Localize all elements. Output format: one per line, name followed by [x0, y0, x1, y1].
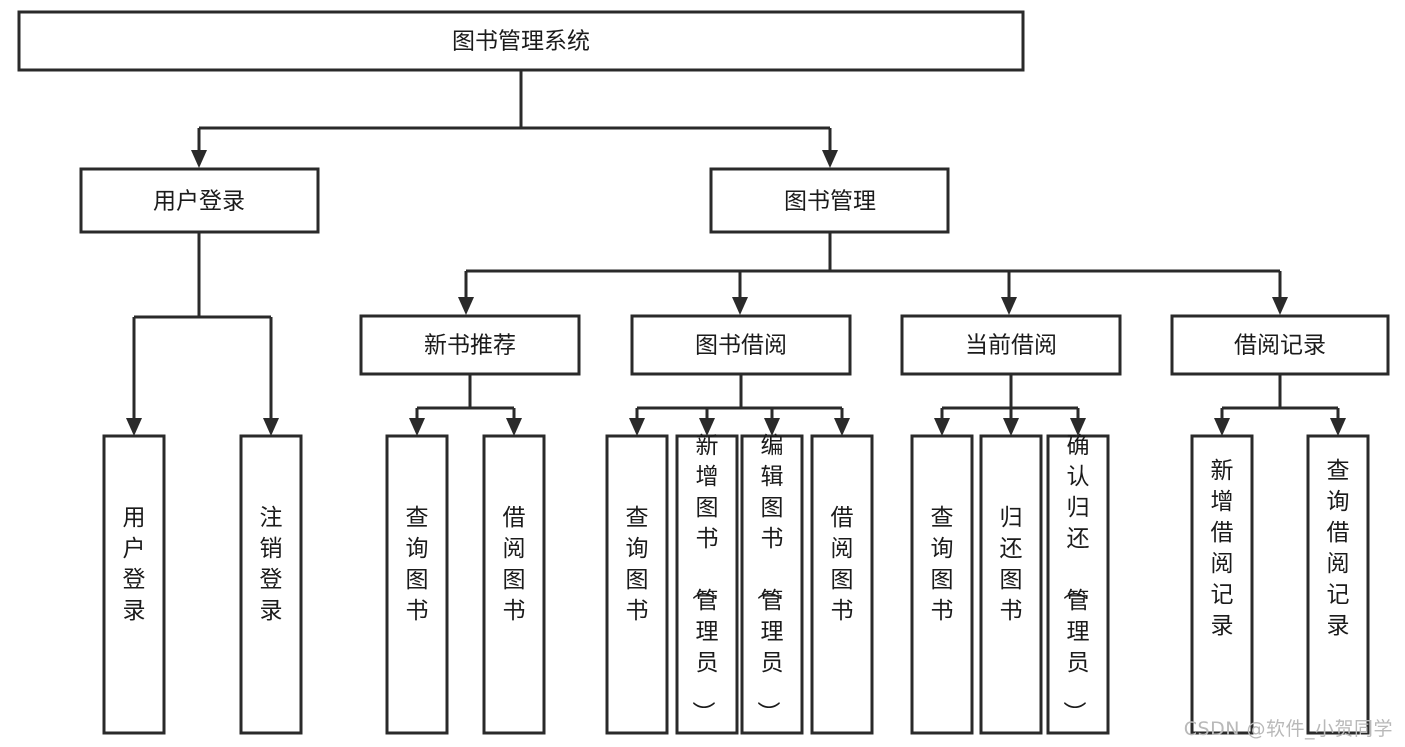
- node-borrow-record-box[interactable]: [1170, 314, 1390, 376]
- arrowhead-leaf-new-book-1: [409, 418, 425, 436]
- leaf-borrow-4[interactable]: 借阅图书: [810, 434, 874, 735]
- leaf-borrow-2[interactable]: 新增图书（管理员）: [675, 433, 739, 735]
- arrowhead-leaf-borrow-3: [764, 418, 780, 436]
- leaf-record-2-label: 查询借阅记录: [1327, 458, 1350, 639]
- leaf-current-1-box[interactable]: [910, 434, 974, 735]
- node-book-borrow-box[interactable]: [630, 314, 852, 376]
- leaf-borrow-4-box[interactable]: [810, 434, 874, 735]
- node-book-borrow-label: 图书借阅: [695, 333, 787, 359]
- arrowhead-book-mgmt: [822, 150, 838, 168]
- leaf-current-2[interactable]: 归还图书: [979, 434, 1043, 735]
- node-book-management-label: 图书管理: [784, 189, 876, 215]
- arrowhead-leaf-new-book-2: [506, 418, 522, 436]
- node-borrow-record[interactable]: 借阅记录: [1170, 314, 1390, 376]
- node-user-login-box[interactable]: [79, 167, 320, 234]
- arrowhead-leaf-current-1: [934, 418, 950, 436]
- node-new-book-recommend[interactable]: 新书推荐: [359, 314, 581, 376]
- leaf-borrow-2-label: 新增图书（管理员）: [690, 433, 719, 724]
- leaf-user-login-1[interactable]: 用户登录: [102, 434, 166, 735]
- node-book-management-box[interactable]: [709, 167, 950, 234]
- leaf-record-1-label: 新增借阅记录: [1211, 458, 1234, 639]
- arrowhead-new-book: [458, 297, 474, 315]
- leaf-borrow-3[interactable]: 编辑图书（管理员）: [740, 433, 804, 735]
- arrowhead-record: [1272, 297, 1288, 315]
- leaf-current-3-label: 确认归还（管理员）: [1061, 433, 1090, 724]
- leaf-record-2[interactable]: 查询借阅记录: [1306, 434, 1370, 735]
- leaf-new-book-2-box[interactable]: [482, 434, 546, 735]
- leaf-current-3-box[interactable]: [1046, 434, 1110, 735]
- leaf-borrow-1-label: 查询图书: [626, 505, 649, 624]
- arrowhead-leaf-borrow-1: [629, 418, 645, 436]
- node-current-borrow-box[interactable]: [900, 314, 1122, 376]
- node-root-box[interactable]: [17, 10, 1025, 72]
- arrowhead-user-login: [191, 150, 207, 168]
- arrowhead-leaf-current-2: [1003, 418, 1019, 436]
- arrowhead-borrow: [732, 297, 748, 315]
- leaf-current-2-label: 归还图书: [1000, 505, 1023, 624]
- arrowhead-leaf-borrow-2: [699, 418, 715, 436]
- leaf-current-2-box[interactable]: [979, 434, 1043, 735]
- leaf-borrow-1-box[interactable]: [605, 434, 669, 735]
- leaf-current-1[interactable]: 查询图书: [910, 434, 974, 735]
- leaf-user-login-1-box[interactable]: [102, 434, 166, 735]
- arrowhead-leaf-record-2: [1330, 418, 1346, 436]
- arrowhead-leaf-current-3: [1070, 418, 1086, 436]
- leaf-current-3[interactable]: 确认归还（管理员）: [1046, 433, 1110, 735]
- arrowhead-current: [1001, 297, 1017, 315]
- node-root-label: 图书管理系统: [452, 29, 590, 55]
- leaf-user-login-2[interactable]: 注销登录: [239, 434, 303, 735]
- arrowhead-leaf-user-login-2: [263, 418, 279, 436]
- arrowhead-leaf-record-1: [1214, 418, 1230, 436]
- leaf-new-book-1-label: 查询图书: [406, 505, 429, 624]
- leaf-user-login-1-label: 用户登录: [123, 505, 146, 624]
- leaf-borrow-4-label: 借阅图书: [831, 505, 854, 624]
- leaf-record-1[interactable]: 新增借阅记录: [1190, 434, 1254, 735]
- leaf-borrow-1[interactable]: 查询图书: [605, 434, 669, 735]
- leaf-user-login-2-box[interactable]: [239, 434, 303, 735]
- leaf-borrow-3-label: 编辑图书（管理员）: [755, 433, 784, 724]
- node-current-borrow-label: 当前借阅: [965, 333, 1057, 359]
- node-book-management[interactable]: 图书管理: [709, 167, 950, 234]
- arrowhead-leaf-user-login-1: [126, 418, 142, 436]
- node-borrow-record-label: 借阅记录: [1234, 333, 1326, 359]
- leaf-record-1-box[interactable]: [1190, 434, 1254, 735]
- node-root[interactable]: 图书管理系统: [17, 10, 1025, 72]
- node-new-book-recommend-box[interactable]: [359, 314, 581, 376]
- leaf-new-book-1-box[interactable]: [385, 434, 449, 735]
- node-user-login-label: 用户登录: [153, 189, 245, 215]
- node-book-borrow[interactable]: 图书借阅: [630, 314, 852, 376]
- leaf-borrow-3-box[interactable]: [740, 434, 804, 735]
- node-current-borrow[interactable]: 当前借阅: [900, 314, 1122, 376]
- leaf-new-book-2-label: 借阅图书: [503, 505, 526, 624]
- leaf-borrow-2-box[interactable]: [675, 434, 739, 735]
- leaf-new-book-1[interactable]: 查询图书: [385, 434, 449, 735]
- node-new-book-recommend-label: 新书推荐: [424, 333, 516, 359]
- leaf-current-1-label: 查询图书: [931, 505, 954, 624]
- leaf-new-book-2[interactable]: 借阅图书: [482, 434, 546, 735]
- leaf-record-2-box[interactable]: [1306, 434, 1370, 735]
- arrowhead-leaf-borrow-4: [834, 418, 850, 436]
- connector-group: [126, 70, 1346, 436]
- leaf-user-login-2-label: 注销登录: [260, 505, 283, 624]
- node-user-login[interactable]: 用户登录: [79, 167, 320, 234]
